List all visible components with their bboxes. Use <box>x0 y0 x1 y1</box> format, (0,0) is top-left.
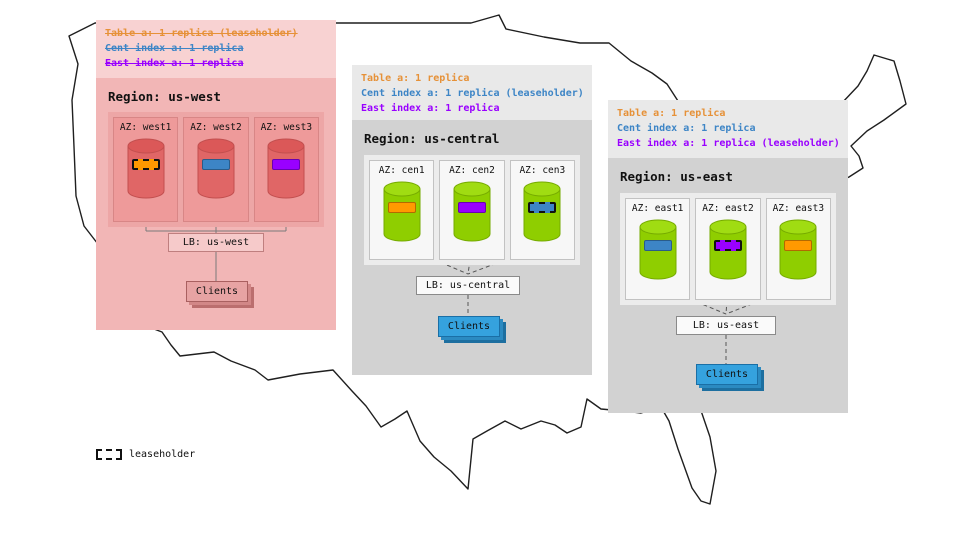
region-panel-us-west: Region: us-west AZ: west1 AZ: west2 <box>96 78 336 330</box>
replica-chip <box>387 202 416 213</box>
az-label: AZ: cen3 <box>519 165 566 176</box>
az-box-east2: AZ: east2 <box>695 198 761 300</box>
database-cylinder <box>196 138 236 200</box>
az-label: AZ: west2 <box>190 122 242 133</box>
leaseholder-swatch-icon <box>96 449 122 460</box>
clients-box: Clients <box>438 316 500 337</box>
az-container: AZ: east1 AZ: east2 AZ: east3 <box>620 193 836 305</box>
legend: leaseholder <box>96 449 195 460</box>
region-title: Region: us-west <box>108 89 221 104</box>
az-container: AZ: cen1 AZ: cen2 AZ: cen3 <box>364 155 580 265</box>
database-cylinder <box>266 138 306 200</box>
annotation-cent-index: Cent index a: 1 replica (leaseholder) <box>361 88 584 99</box>
annotation-cent-index: Cent index a: 1 replica <box>105 43 244 54</box>
az-box-west3: AZ: west3 <box>253 117 319 222</box>
az-label: AZ: cen2 <box>449 165 495 176</box>
annotation-box-us-west: Table a: 1 replica (leaseholder) Cent in… <box>96 20 336 78</box>
replica-chip <box>643 240 672 251</box>
database-cylinder <box>708 219 748 281</box>
replica-chip <box>528 202 557 213</box>
annotation-east-index: East index a: 1 replica <box>105 58 244 69</box>
database-cylinder <box>126 138 166 200</box>
annotation-east-index: East index a: 1 replica (leaseholder) <box>617 138 840 149</box>
az-label: AZ: east2 <box>702 203 754 214</box>
replica-chip <box>131 159 160 170</box>
az-label: AZ: east1 <box>631 203 684 214</box>
load-balancer-box: LB: us-east <box>676 316 776 335</box>
clients-box: Clients <box>696 364 758 385</box>
replica-chip <box>201 159 230 170</box>
replica-chip <box>784 240 813 251</box>
region-panel-us-east: Region: us-east AZ: east1 AZ: east2 <box>608 158 848 413</box>
database-cylinder <box>638 219 678 281</box>
database-cylinder <box>452 181 492 243</box>
annotation-box-us-central: Table a: 1 replica Cent index a: 1 repli… <box>352 65 592 120</box>
replica-chip <box>272 159 301 170</box>
replica-chip <box>713 240 742 251</box>
clients-box: Clients <box>186 281 248 302</box>
az-label: AZ: cen1 <box>378 165 425 176</box>
az-box-west1: AZ: west1 <box>113 117 179 222</box>
az-box-east1: AZ: east1 <box>625 198 691 300</box>
legend-label: leaseholder <box>129 449 196 460</box>
az-container: AZ: west1 AZ: west2 AZ: west3 <box>108 112 324 227</box>
annotation-cent-index: Cent index a: 1 replica <box>617 123 756 134</box>
database-cylinder <box>778 219 818 281</box>
az-label: AZ: east3 <box>772 203 825 214</box>
annotation-east-index: East index a: 1 replica <box>361 103 500 114</box>
database-cylinder <box>522 181 562 243</box>
az-label: AZ: west3 <box>260 122 313 133</box>
az-box-cen1: AZ: cen1 <box>369 160 435 260</box>
region-title: Region: us-central <box>364 131 500 146</box>
az-box-west2: AZ: west2 <box>183 117 249 222</box>
region-panel-us-central: Region: us-central AZ: cen1 AZ: cen2 <box>352 120 592 375</box>
region-title: Region: us-east <box>620 169 733 184</box>
az-label: AZ: west1 <box>119 122 172 133</box>
annotation-table-a: Table a: 1 replica <box>617 108 726 119</box>
annotation-table-a: Table a: 1 replica (leaseholder) <box>105 28 298 39</box>
database-cylinder <box>382 181 422 243</box>
az-box-cen2: AZ: cen2 <box>439 160 505 260</box>
replica-chip <box>457 202 486 213</box>
annotation-box-us-east: Table a: 1 replica Cent index a: 1 repli… <box>608 100 848 158</box>
load-balancer-box: LB: us-west <box>168 233 264 252</box>
load-balancer-box: LB: us-central <box>416 276 520 295</box>
az-box-east3: AZ: east3 <box>765 198 831 300</box>
annotation-table-a: Table a: 1 replica <box>361 73 470 84</box>
az-box-cen3: AZ: cen3 <box>509 160 575 260</box>
